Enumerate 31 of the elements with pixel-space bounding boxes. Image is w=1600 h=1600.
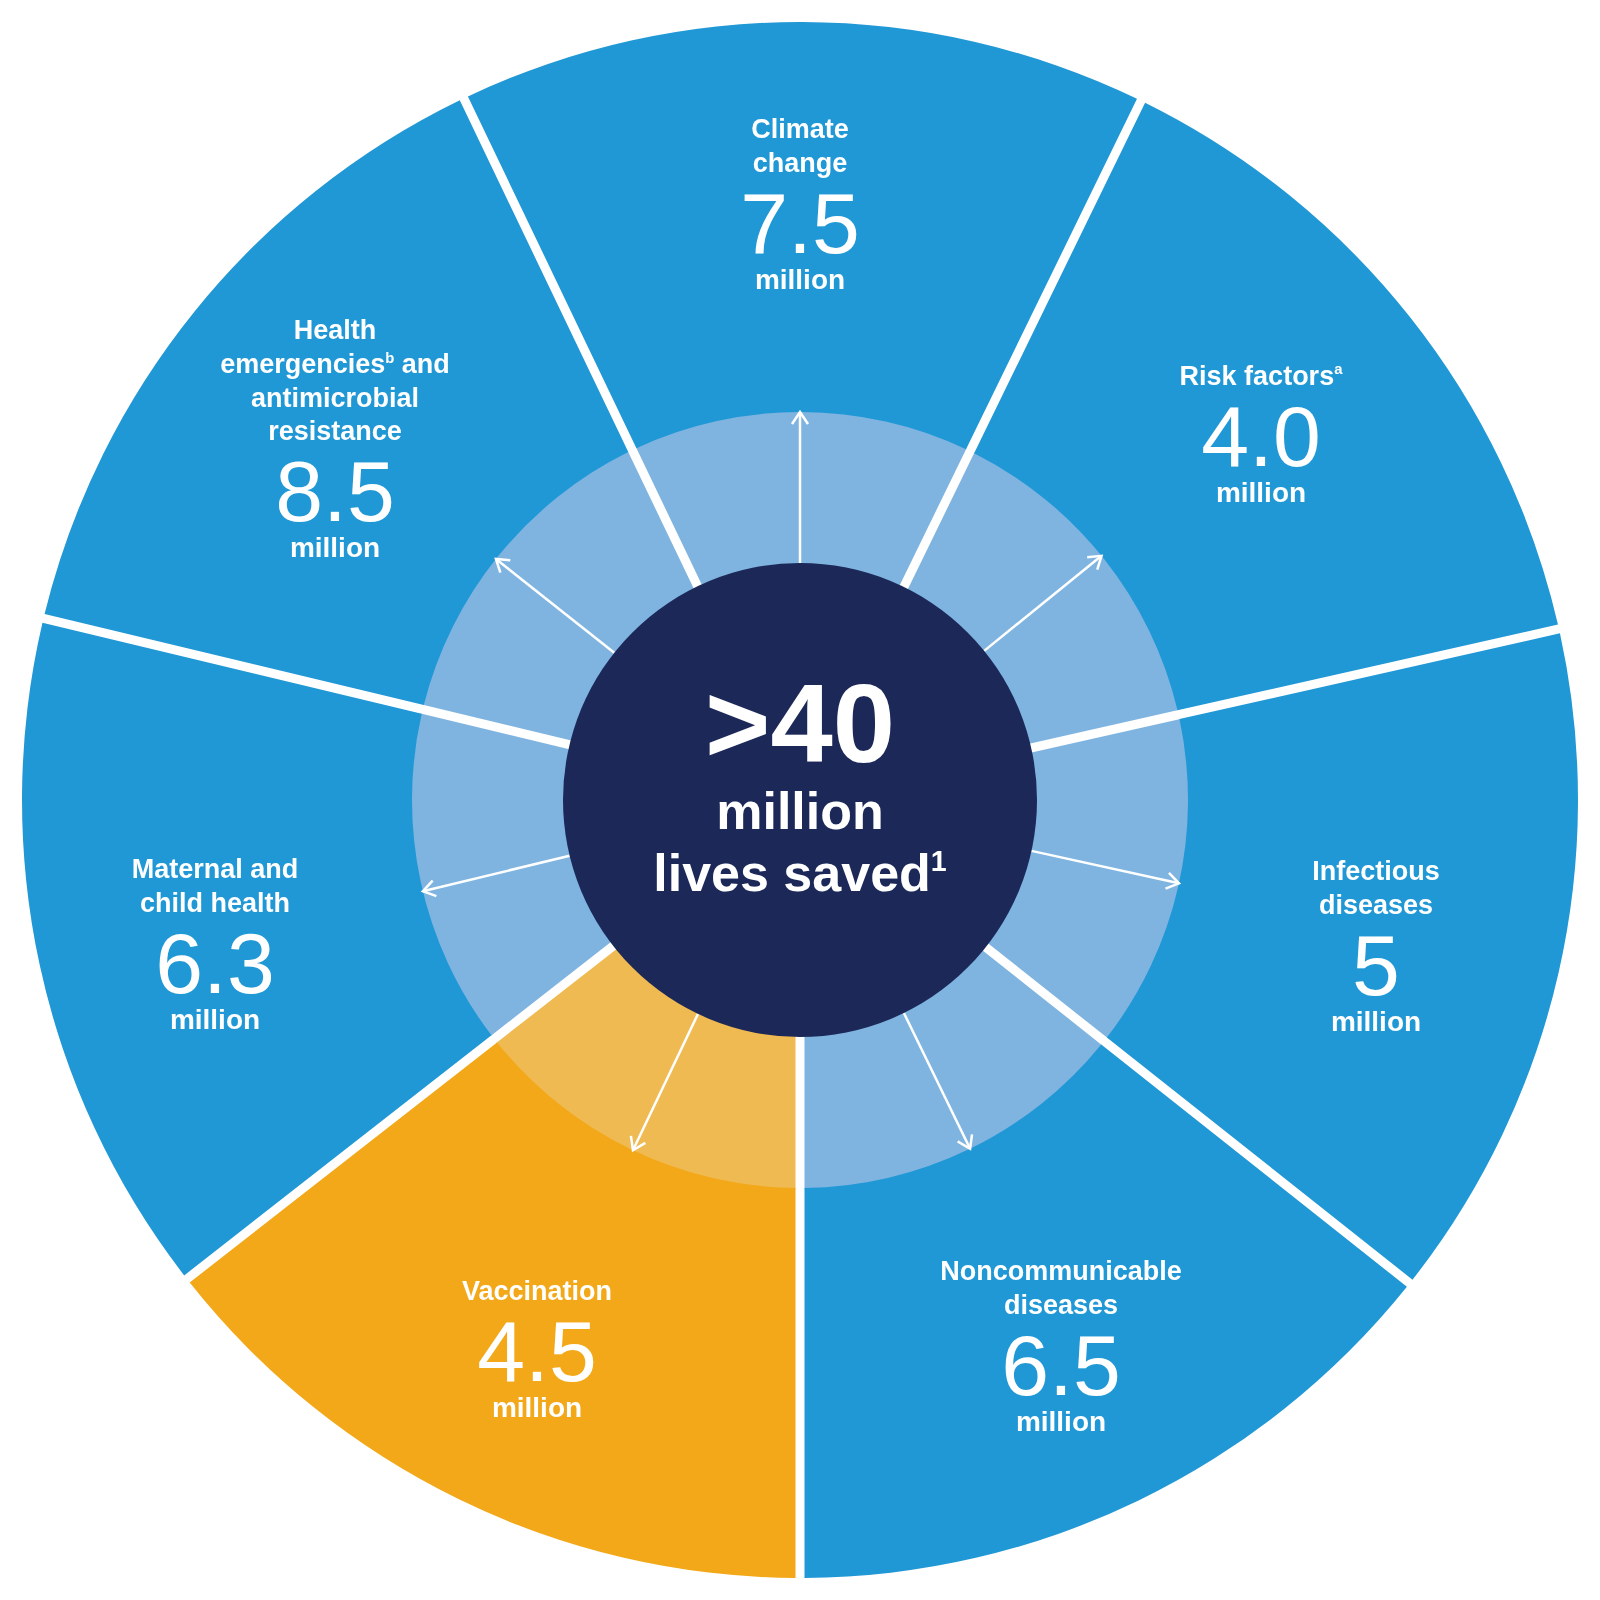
category-label: Infectious diseases: [1311, 854, 1441, 922]
arrow: [494, 557, 616, 654]
unit-label: million: [1330, 1006, 1422, 1038]
value-number: 5: [1352, 922, 1400, 1007]
category-label: Risk factors$^{a}$: [1179, 359, 1343, 393]
caption-text: lives saved$^{1}$: [653, 843, 947, 904]
unit-label: million: [754, 264, 846, 296]
arrow: [629, 1013, 700, 1152]
category-label: Health emergencies$^{b}$ and antimicrobial resistance: [219, 313, 451, 449]
arrow: [790, 410, 810, 563]
value-number: 7.5: [740, 180, 860, 265]
arrow: [1031, 849, 1181, 890]
value-number: 6.3: [155, 920, 275, 1005]
unit-label: million: [491, 1392, 583, 1424]
unit-label: million: [716, 780, 884, 842]
unit-label: million: [1015, 1406, 1107, 1438]
arrow: [421, 854, 570, 898]
category-label: Vaccination: [461, 1274, 613, 1308]
value-number: 8.5: [275, 448, 395, 534]
total-number: >40: [705, 667, 895, 780]
arrow: [983, 554, 1103, 652]
value-number: 4.5: [477, 1308, 597, 1393]
value-number: 6.5: [1001, 1322, 1121, 1407]
category-label: Climate change: [750, 112, 850, 180]
unit-label: million: [289, 533, 381, 565]
category-label: Maternal and child health: [130, 852, 300, 920]
unit-label: million: [1215, 477, 1307, 509]
arrow: [902, 1012, 974, 1150]
unit-label: million: [169, 1004, 261, 1036]
value-number: 4.0: [1201, 393, 1321, 478]
category-label: Noncommunicable diseases: [939, 1254, 1183, 1322]
